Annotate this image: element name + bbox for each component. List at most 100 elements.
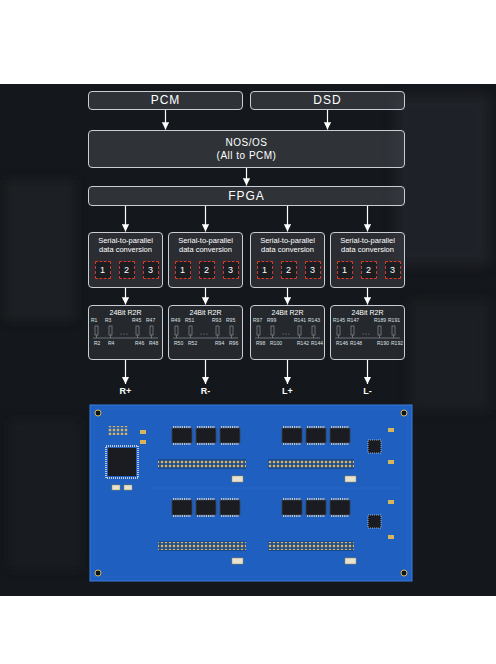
process-box: DSD [250, 91, 405, 110]
smd-part [388, 500, 394, 504]
resistor-label: R189 [374, 318, 386, 324]
resistor-label: R52 [188, 341, 197, 347]
pin-header [268, 460, 354, 468]
node-text: (All to PCM) [89, 149, 404, 162]
resistor-label: R93 [212, 318, 221, 324]
pcb-trace [150, 488, 400, 489]
output-label: R- [191, 386, 221, 397]
register-box: 1 [175, 261, 191, 279]
resistor-label: R191 [388, 318, 400, 324]
resistor-label: R95 [226, 318, 235, 324]
pin-header [268, 542, 354, 550]
node-text: NOS/OS [89, 136, 404, 149]
resistor-label: R99 [267, 318, 276, 324]
register-box: 1 [337, 261, 353, 279]
smd-part [140, 440, 146, 444]
node-text: 2 [200, 266, 214, 275]
converter-box: Serial-to-parallel data conversion 1 23 [250, 232, 325, 288]
resistor-label: R145 [333, 318, 345, 324]
output-label: L+ [273, 386, 303, 397]
dac-box: 24Bit R2R [88, 305, 163, 360]
resistor-label: R146 [336, 341, 348, 347]
fpga-chip [108, 448, 136, 476]
output-label: R+ [111, 386, 141, 397]
dark-panel [0, 84, 496, 596]
resistor-label: R96 [229, 341, 238, 347]
mount-hole [401, 570, 407, 576]
pin-header [158, 460, 246, 468]
flow-arrow [165, 110, 166, 130]
flow-arrow [327, 110, 328, 130]
blurred-backdrop [410, 300, 490, 410]
resistor-label: R190 [377, 341, 389, 347]
header-strip [158, 459, 246, 469]
resistor-label: R94 [215, 341, 224, 347]
header-strip [158, 541, 246, 551]
resistor-label: R49 [171, 318, 180, 324]
smd-part [124, 485, 132, 490]
node-text: Serial-to-parallel data conversion [91, 236, 160, 254]
blurred-backdrop [395, 95, 490, 265]
process-box: PCM [88, 91, 243, 110]
resistor-label: R45 [132, 318, 141, 324]
output-arrow [125, 360, 126, 384]
output-arrow [367, 360, 368, 384]
pcb-board [90, 405, 412, 581]
chip [220, 499, 240, 516]
chip [282, 499, 302, 516]
flow-arrow [287, 206, 288, 232]
register-box: 2 [361, 261, 377, 279]
converter-box: Serial-to-parallel data conversion123 [88, 232, 163, 288]
node-text: 3 [386, 266, 400, 275]
node-text: 3 [224, 266, 238, 275]
node-text: FPGA [89, 189, 404, 203]
capacitor [232, 476, 243, 482]
register-box: 3 [223, 261, 239, 279]
node-text: 2 [120, 266, 134, 275]
node-text: 1 [258, 266, 272, 275]
flow-arrow [125, 288, 126, 305]
header-strip [268, 459, 354, 469]
output-arrow [205, 360, 206, 384]
capacitor [345, 558, 356, 564]
register-box: 2 [199, 261, 215, 279]
node-text: 1 [96, 266, 110, 275]
resistor-label: R97 [253, 318, 262, 324]
node-text: Serial-to-parallel data conversion [253, 236, 322, 254]
resistor-label: R1 [91, 318, 97, 324]
node-text: 1 [176, 266, 190, 275]
dac-box: 24Bit R2R [250, 305, 325, 360]
node-text: Serial-to-parallel data conversion [171, 236, 240, 254]
chip [282, 427, 302, 444]
register-box: 3 [305, 261, 321, 279]
smd-part [388, 428, 394, 432]
pin-header [158, 542, 246, 550]
resistor-label: R4 [108, 341, 114, 347]
pin-header [108, 426, 128, 435]
process-box: NOS/OS(All to PCM) [88, 130, 405, 168]
smd-part [388, 535, 394, 539]
node-text: 24Bit R2R [89, 309, 162, 317]
dac-box: 24Bit R2R [330, 305, 405, 360]
mount-hole [95, 410, 101, 416]
blurred-backdrop [5, 180, 75, 320]
blurred-backdrop [10, 420, 80, 570]
fpga-pins [106, 446, 138, 478]
chip [306, 499, 326, 516]
flow-arrow [246, 168, 247, 186]
node-text: 2 [282, 266, 296, 275]
resistor-label: R98 [256, 341, 265, 347]
node-text: PCM [89, 93, 242, 107]
chip [196, 499, 216, 516]
register-box: 3 [385, 261, 401, 279]
resistor-label: R2 [94, 341, 100, 347]
output-arrow [287, 360, 288, 384]
converter-box: Serial-to-parallel data conversion123 [330, 232, 405, 288]
resistor-label: R143 [308, 318, 320, 324]
resistor-label: R47 [146, 318, 155, 324]
header-strip [268, 541, 354, 551]
node-text: 24Bit R2R [169, 309, 242, 317]
